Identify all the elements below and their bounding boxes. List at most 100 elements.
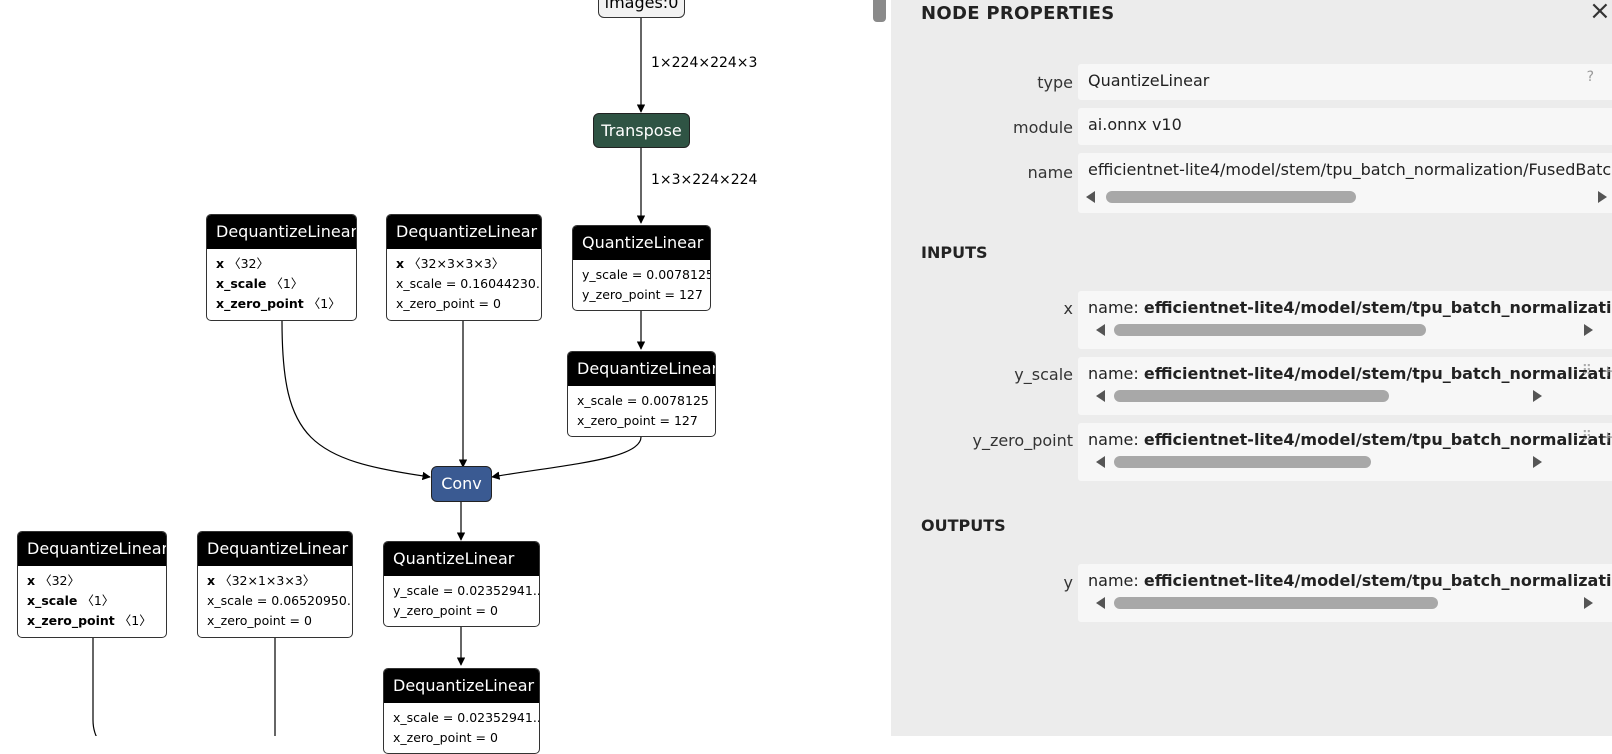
input-y-scale-label: y_scale bbox=[1014, 365, 1073, 384]
scroll-thumb[interactable] bbox=[1114, 324, 1426, 336]
scroll-thumb[interactable] bbox=[1114, 597, 1438, 609]
input-node-label: images:0 bbox=[604, 0, 679, 12]
edge-label-2: 1×3×224×224 bbox=[651, 172, 758, 188]
expand-plus-icon[interactable]: + bbox=[1601, 428, 1612, 446]
close-icon[interactable]: × bbox=[1589, 0, 1611, 26]
output-y-field[interactable]: name: efficientnet-lite4/model/stem/tpu_… bbox=[1078, 564, 1612, 622]
name-prefix: name: bbox=[1088, 571, 1144, 590]
node-conv[interactable]: Conv bbox=[431, 466, 492, 502]
attr-key: x bbox=[27, 573, 36, 588]
attr-key: x_zero_point bbox=[27, 613, 115, 628]
attr-row: x_zero_point = 0 bbox=[393, 730, 498, 745]
scroll-right-arrow[interactable] bbox=[1584, 324, 1593, 336]
name-field[interactable]: efficientnet-lite4/model/stem/tpu_batch_… bbox=[1078, 153, 1612, 213]
attr-value: 〈1〉 bbox=[270, 276, 304, 291]
type-value: QuantizeLinear bbox=[1088, 71, 1210, 90]
node-quantize-1[interactable]: QuantizeLinear y_scale = 0.0078125 y_zer… bbox=[572, 225, 711, 311]
scroll-left-arrow[interactable] bbox=[1096, 597, 1105, 609]
input-node-images[interactable]: images:0 bbox=[598, 0, 685, 18]
module-label: module bbox=[1013, 118, 1073, 137]
input-x-value: efficientnet-lite4/model/stem/tpu_batch_… bbox=[1143, 298, 1612, 317]
attr-row: x_scale = 0.06520950... bbox=[207, 593, 352, 608]
node-title: DequantizeLinear bbox=[387, 215, 541, 249]
node-title: QuantizeLinear bbox=[384, 542, 539, 576]
scroll-left-arrow[interactable] bbox=[1096, 324, 1105, 336]
node-title: DequantizeLinear bbox=[568, 352, 715, 386]
node-dequantize-4[interactable]: DequantizeLinear x 〈32〉 x_scale 〈1〉 x_ze… bbox=[17, 531, 167, 638]
drag-handle-icon[interactable]: ⠿ bbox=[1581, 363, 1592, 379]
scroll-thumb[interactable] bbox=[1106, 191, 1356, 203]
name-label: name bbox=[1027, 163, 1073, 182]
attr-row: y_scale = 0.0078125 bbox=[582, 267, 710, 282]
attr-row: x_zero_point = 0 bbox=[396, 296, 501, 311]
scroll-left-arrow[interactable] bbox=[1096, 456, 1105, 468]
node-dequantize-1[interactable]: DequantizeLinear x 〈32〉 x_scale 〈1〉 x_ze… bbox=[206, 214, 357, 321]
expand-plus-icon[interactable]: + bbox=[1601, 362, 1612, 380]
scroll-right-arrow[interactable] bbox=[1584, 597, 1593, 609]
attr-row: x_scale = 0.0078125 bbox=[577, 393, 709, 408]
attr-key: x_scale bbox=[216, 276, 267, 291]
type-field: QuantizeLinear ? bbox=[1078, 64, 1612, 100]
name-prefix: name: bbox=[1088, 430, 1144, 449]
scroll-thumb[interactable] bbox=[1114, 456, 1371, 468]
node-title: QuantizeLinear bbox=[573, 226, 710, 260]
name-value: efficientnet-lite4/model/stem/tpu_batch_… bbox=[1088, 160, 1612, 179]
attr-key: x bbox=[207, 573, 216, 588]
attr-value: 〈32×1×3×3〉 bbox=[219, 573, 316, 588]
inputs-section-title: INPUTS bbox=[921, 243, 988, 262]
name-hscroll[interactable] bbox=[1086, 191, 1607, 204]
input-y-scale-hscroll[interactable] bbox=[1096, 390, 1556, 403]
node-title: DequantizeLinear bbox=[18, 532, 166, 566]
node-dequantize-5[interactable]: DequantizeLinear x 〈32×1×3×3〉 x_scale = … bbox=[197, 531, 353, 638]
module-value: ai.onnx v10 bbox=[1088, 115, 1182, 134]
attr-value: 〈32〉 bbox=[228, 256, 269, 271]
node-conv-label: Conv bbox=[441, 474, 482, 493]
input-x-hscroll[interactable] bbox=[1096, 324, 1596, 337]
output-y-hscroll[interactable] bbox=[1096, 597, 1596, 610]
attr-value: 〈1〉 bbox=[307, 296, 341, 311]
input-y-zero-point-hscroll[interactable] bbox=[1096, 456, 1556, 469]
scroll-right-arrow[interactable] bbox=[1533, 456, 1542, 468]
node-title: DequantizeLinear bbox=[207, 215, 356, 249]
edge-label-1: 1×224×224×3 bbox=[651, 55, 758, 71]
module-field: ai.onnx v10 bbox=[1078, 108, 1612, 145]
outputs-section-title: OUTPUTS bbox=[921, 516, 1006, 535]
input-y-scale-field[interactable]: name: efficientnet-lite4/model/stem/tpu_… bbox=[1078, 357, 1612, 415]
attr-value: 〈32〉 bbox=[39, 573, 80, 588]
attr-row: y_scale = 0.02352941... bbox=[393, 583, 539, 598]
input-x-label: x bbox=[1063, 299, 1073, 318]
input-x-field[interactable]: name: efficientnet-lite4/model/stem/tpu_… bbox=[1078, 291, 1612, 349]
node-dequantize-3[interactable]: DequantizeLinear x_scale = 0.0078125 x_z… bbox=[567, 351, 716, 437]
name-prefix: name: bbox=[1088, 298, 1144, 317]
node-dequantize-2[interactable]: DequantizeLinear x 〈32×3×3×3〉 x_scale = … bbox=[386, 214, 542, 321]
edge-dq3-conv bbox=[491, 436, 642, 480]
graph-vertical-scrollbar[interactable] bbox=[873, 0, 886, 22]
attr-key: x bbox=[396, 256, 405, 271]
drag-handle-icon[interactable]: ⠿ bbox=[1581, 429, 1592, 445]
node-transpose-label: Transpose bbox=[601, 121, 682, 140]
input-y-zero-point-field[interactable]: name: efficientnet-lite4/model/stem/tpu_… bbox=[1078, 423, 1612, 481]
type-label: type bbox=[1037, 73, 1073, 92]
name-prefix: name: bbox=[1088, 364, 1144, 383]
graph-edges bbox=[92, 18, 646, 736]
attr-row: y_zero_point = 0 bbox=[393, 603, 498, 618]
scroll-left-arrow[interactable] bbox=[1096, 390, 1105, 402]
scroll-right-arrow[interactable] bbox=[1598, 191, 1607, 203]
edge-dq4-down bbox=[92, 638, 97, 736]
attr-key: x_zero_point bbox=[216, 296, 304, 311]
attr-row: x_zero_point = 0 bbox=[207, 613, 312, 628]
attr-row: x_zero_point = 127 bbox=[577, 413, 698, 428]
attr-value: 〈1〉 bbox=[81, 593, 115, 608]
output-y-label: y bbox=[1063, 573, 1073, 592]
scroll-left-arrow[interactable] bbox=[1086, 191, 1095, 203]
node-transpose[interactable]: Transpose bbox=[593, 113, 690, 148]
panel-title: NODE PROPERTIES bbox=[921, 3, 1115, 24]
scroll-thumb[interactable] bbox=[1114, 390, 1389, 402]
node-title: DequantizeLinear bbox=[198, 532, 352, 566]
help-icon[interactable]: ? bbox=[1586, 69, 1594, 85]
scroll-right-arrow[interactable] bbox=[1533, 390, 1542, 402]
node-dequantize-6[interactable]: DequantizeLinear x_scale = 0.02352941...… bbox=[383, 668, 540, 754]
node-quantize-2[interactable]: QuantizeLinear y_scale = 0.02352941... y… bbox=[383, 541, 540, 627]
output-y-value: efficientnet-lite4/model/stem/tpu_batch_… bbox=[1143, 571, 1612, 590]
